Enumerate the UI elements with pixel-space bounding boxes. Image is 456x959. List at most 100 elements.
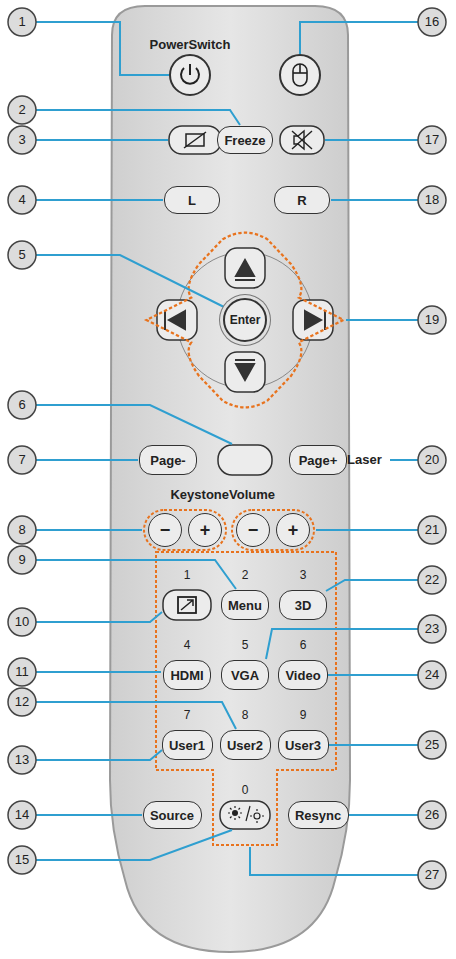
- callout-number: 20: [425, 452, 439, 468]
- callout-circle: [8, 446, 36, 474]
- key-number: 0: [242, 783, 249, 797]
- leader-line: [36, 814, 142, 816]
- blank-button: [218, 445, 272, 475]
- callout-circle: [418, 126, 446, 154]
- leader-line: [36, 255, 226, 308]
- button-label: Source: [150, 808, 194, 823]
- callout-circle: [8, 688, 36, 716]
- callout-number: 13: [15, 752, 29, 768]
- key-number: 7: [184, 708, 191, 722]
- leader-line: [316, 529, 418, 531]
- button-label: Menu: [228, 598, 262, 613]
- callout-number: 1: [18, 14, 25, 30]
- key-number: 8: [242, 708, 249, 722]
- callout-number: 5: [18, 247, 25, 263]
- remote-body: [110, 6, 350, 952]
- callout-number: 6: [18, 397, 25, 413]
- button-label: HDMI: [170, 668, 203, 683]
- button-label: +: [288, 520, 299, 541]
- remote-button: Freeze: [217, 126, 273, 154]
- remote-button: R: [274, 186, 330, 214]
- round-button: −: [148, 513, 182, 547]
- mouse-button: [280, 55, 320, 95]
- callout-number: 27: [425, 867, 439, 883]
- callout-circle: [418, 8, 446, 36]
- lamp-button: [220, 801, 270, 829]
- callout-circle: [8, 8, 36, 36]
- round-button: +: [276, 513, 310, 547]
- callout-circle: [8, 746, 36, 774]
- callout-number: 3: [18, 132, 25, 148]
- leader-line: [36, 459, 138, 461]
- callout-circle: [418, 566, 446, 594]
- leader-line: [36, 110, 240, 125]
- callout-number: 23: [425, 621, 439, 637]
- remote-button: L: [164, 186, 220, 214]
- callout-number: 12: [15, 694, 29, 710]
- key-number: 2: [242, 568, 249, 582]
- direction-pad: [146, 233, 343, 408]
- leader-line: [390, 459, 418, 461]
- callout-number: 9: [18, 552, 25, 568]
- callout-number: 25: [425, 737, 439, 753]
- callout-number: 22: [425, 572, 439, 588]
- button-label: User3: [285, 738, 321, 753]
- aspect-button: [163, 590, 211, 620]
- key-caption: PowerSwitch: [150, 37, 231, 53]
- callout-circle: [418, 186, 446, 214]
- callout-number: 17: [425, 132, 439, 148]
- callout-number: 14: [15, 807, 29, 823]
- round-button: Enter: [223, 298, 267, 342]
- callout-circle: [418, 861, 446, 889]
- callout-circle: [418, 661, 446, 689]
- leader-line: [331, 199, 418, 201]
- remote-button: Page+: [289, 445, 347, 475]
- button-label: User1: [169, 738, 205, 753]
- callout-circle: [8, 608, 36, 636]
- key-caption: Laser: [347, 452, 382, 468]
- callout-circle: [8, 241, 36, 269]
- button-label: R: [297, 193, 306, 208]
- callout-circle: [8, 846, 36, 874]
- callout-circle: [8, 126, 36, 154]
- leader-line: [300, 22, 418, 54]
- leader-line: [326, 580, 418, 591]
- button-label: VGA: [231, 668, 259, 683]
- leader-line: [36, 199, 163, 201]
- remote-button: Menu: [221, 590, 269, 620]
- button-label: Enter: [230, 313, 261, 327]
- remote-button: User3: [278, 730, 329, 760]
- callout-circle: [418, 516, 446, 544]
- remote-button: Video: [278, 660, 328, 690]
- leader-line: [346, 319, 418, 321]
- remote-button: HDMI: [163, 660, 211, 690]
- callout-number: 10: [15, 614, 29, 630]
- callout-circle: [8, 516, 36, 544]
- button-label: User2: [227, 738, 263, 753]
- leader-line: [36, 529, 142, 531]
- callout-circle: [8, 801, 36, 829]
- button-label: Freeze: [224, 133, 265, 148]
- round-button: +: [188, 513, 222, 547]
- button-label: −: [160, 520, 171, 541]
- button-label: Video: [285, 668, 320, 683]
- round-button: −: [236, 513, 270, 547]
- callout-number: 15: [15, 852, 29, 868]
- key-caption: Keystone: [170, 487, 229, 503]
- keystone-group-outline: [144, 510, 226, 550]
- callout-circle: [418, 615, 446, 643]
- key-number: 3: [300, 568, 307, 582]
- callout-number: 11: [15, 664, 29, 680]
- callout-circle: [418, 801, 446, 829]
- leader-line: [36, 830, 232, 860]
- key-number: 1: [184, 568, 191, 582]
- blank-screen-button: [169, 126, 221, 154]
- callout-number: 16: [425, 14, 439, 30]
- callout-circle: [8, 96, 36, 124]
- leader-line: [36, 405, 232, 444]
- remote-button: VGA: [221, 660, 269, 690]
- mute-button: [280, 126, 324, 154]
- leader-line: [250, 847, 418, 875]
- key-number: 5: [242, 638, 249, 652]
- remote-button: User1: [162, 730, 213, 760]
